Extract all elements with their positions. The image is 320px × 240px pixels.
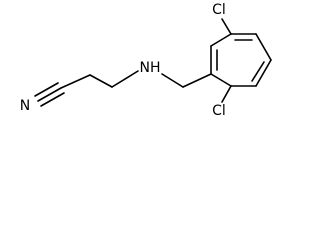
ring-bond-c1-c2 <box>210 33 232 47</box>
atom-label-nitrile-n: N <box>20 98 30 114</box>
ring-bond-c6-c1 <box>210 73 232 87</box>
ring-bond-c4-c5 <box>255 59 272 87</box>
bond-ch2b-to-cn-carbon <box>60 74 91 89</box>
bond-ring-to-ch2 <box>182 73 212 88</box>
bond-nh-to-ch2a <box>111 70 139 88</box>
ring-double-bond-right <box>251 61 265 82</box>
bond-ch2-to-nh <box>161 73 184 88</box>
triple-bond-line-2 <box>34 82 59 97</box>
nitrile-triple-bond <box>34 82 65 107</box>
triple-bond-line-3 <box>40 92 65 107</box>
bond-ch2a-to-ch2b <box>89 74 113 88</box>
bond-ring-to-cl-top <box>221 18 232 35</box>
ring-bond-c3-c4 <box>255 33 272 61</box>
atom-label-amine: NH <box>140 60 161 76</box>
atom-label-cl-top: Cl <box>212 2 226 18</box>
atom-label-cl-bottom: Cl <box>212 103 226 119</box>
molecule-structure: Cl Cl NH N <box>20 2 272 119</box>
bond-ring-to-cl-bottom <box>221 85 232 103</box>
triple-bond-line-1 <box>37 87 62 102</box>
benzene-ring <box>210 33 272 87</box>
